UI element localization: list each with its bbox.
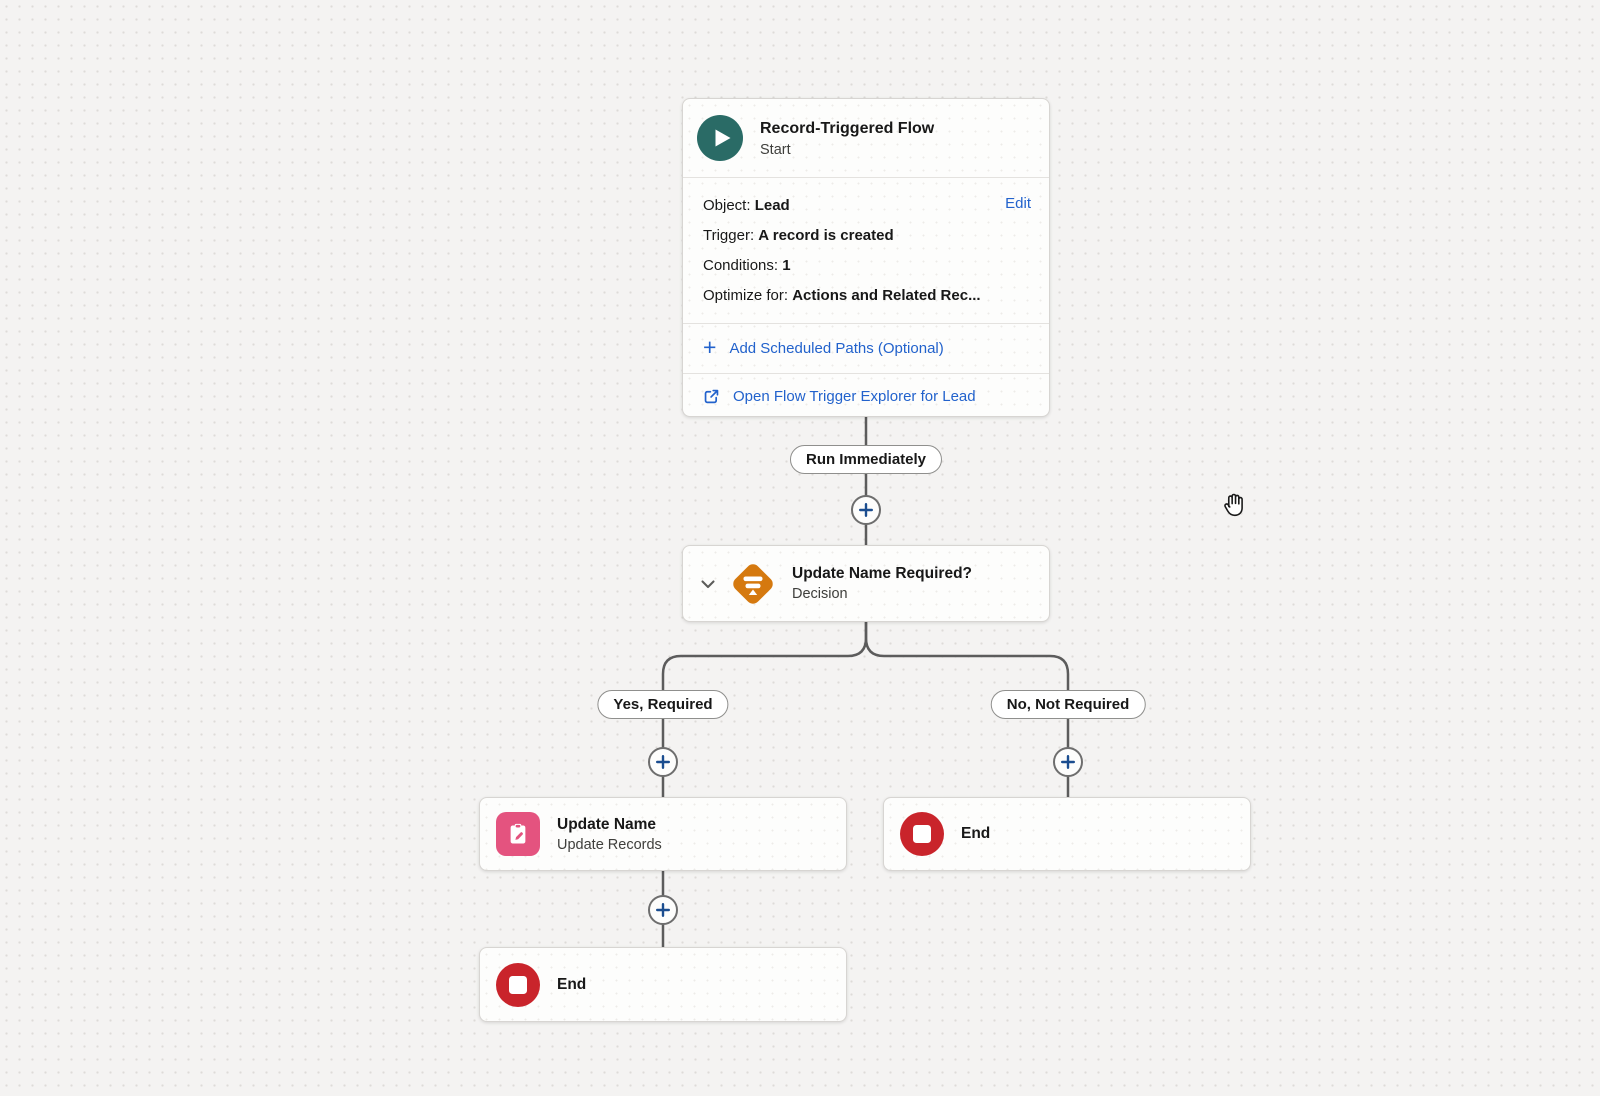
update-records-node[interactable]: Update Name Update Records [479,797,847,871]
open-flow-trigger-explorer-link[interactable]: Open Flow Trigger Explorer for Lead [683,374,1049,418]
add-scheduled-paths-button[interactable]: + Add Scheduled Paths (Optional) [683,324,1049,374]
add-element-button-no-branch[interactable] [1053,747,1083,777]
start-node-subtitle: Start [760,141,791,158]
field-conditions: Conditions: 1 [703,257,791,274]
decision-node-title: Update Name Required? [792,565,973,582]
start-node-title: Record-Triggered Flow [760,119,935,137]
yes-branch-label: Yes, Required [597,690,729,719]
field-trigger: Trigger: A record is created [703,227,894,244]
add-element-button-main[interactable] [851,495,881,525]
update-node-subtitle: Update Records [557,836,662,853]
add-scheduled-paths-label: Add Scheduled Paths (Optional) [729,340,944,357]
run-immediately-label: Run Immediately [789,445,943,474]
stop-icon [900,812,944,856]
hand-grab-cursor [1218,489,1248,526]
stop-icon [496,962,540,1007]
add-element-button-after-update[interactable] [648,895,678,925]
update-node-title: Update Name [557,815,657,833]
end-node-right[interactable]: End [883,797,1251,871]
no-branch-label: No, Not Required [990,690,1146,719]
start-node[interactable]: Record-Triggered Flow Start Object: Lead… [682,98,1050,417]
clipboard-pencil-icon [496,812,540,856]
end-node-title: End [557,975,587,993]
external-link-icon [703,388,720,405]
signpost-icon [729,560,777,608]
plus-icon: + [703,334,717,360]
chevron-down-icon[interactable] [699,575,717,593]
add-element-button-yes-branch[interactable] [648,747,678,777]
play-icon [697,115,743,161]
edit-link[interactable]: Edit [1005,195,1031,212]
start-node-config: Object: Lead Trigger: A record is create… [683,178,1049,324]
decision-node-subtitle: Decision [792,586,848,602]
open-flow-trigger-explorer-label: Open Flow Trigger Explorer for Lead [733,387,976,405]
start-node-header[interactable]: Record-Triggered Flow Start [683,99,1049,178]
end-node-title: End [961,825,991,842]
field-optimize: Optimize for: Actions and Related Rec... [703,287,981,304]
end-node-left[interactable]: End [479,947,847,1022]
decision-node[interactable]: Update Name Required? Decision [682,545,1050,622]
field-object: Object: Lead [703,197,790,214]
